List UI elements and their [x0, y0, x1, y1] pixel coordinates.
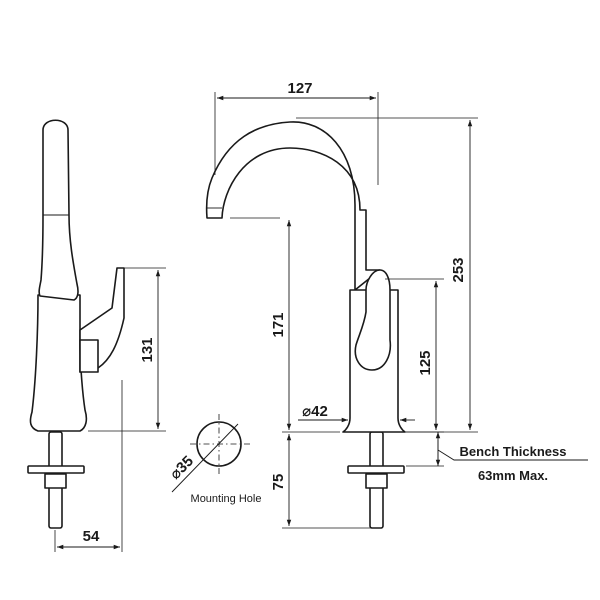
front-nut — [365, 473, 388, 489]
bench-thickness-max: 63mm Max. — [478, 468, 548, 483]
dim-base-diameter: ⌀42 — [302, 403, 328, 420]
side-body — [29, 294, 88, 432]
dim-base-depth: 54 — [83, 528, 100, 545]
dim-side-height: 131 — [139, 337, 156, 362]
front-spout — [205, 121, 381, 291]
side-nut — [44, 473, 67, 489]
dim-shank-length: 75 — [270, 474, 287, 491]
front-view — [205, 121, 406, 529]
dim-spout-reach: 127 — [287, 80, 312, 97]
mounting-hole-label: Mounting Hole — [191, 493, 262, 505]
side-lever — [38, 119, 79, 301]
dim-hole-diameter: ⌀35 — [167, 453, 197, 483]
dim-body-height: 125 — [417, 350, 434, 375]
front-lever — [354, 269, 392, 371]
mounting-hole — [171, 414, 250, 493]
side-view — [27, 119, 125, 529]
dim-overall-height: 253 — [450, 257, 467, 282]
side-washer — [27, 465, 85, 474]
dim-spout-height: 171 — [270, 312, 287, 337]
bench-thickness-label: Bench Thickness — [460, 444, 567, 459]
front-washer — [347, 465, 405, 474]
